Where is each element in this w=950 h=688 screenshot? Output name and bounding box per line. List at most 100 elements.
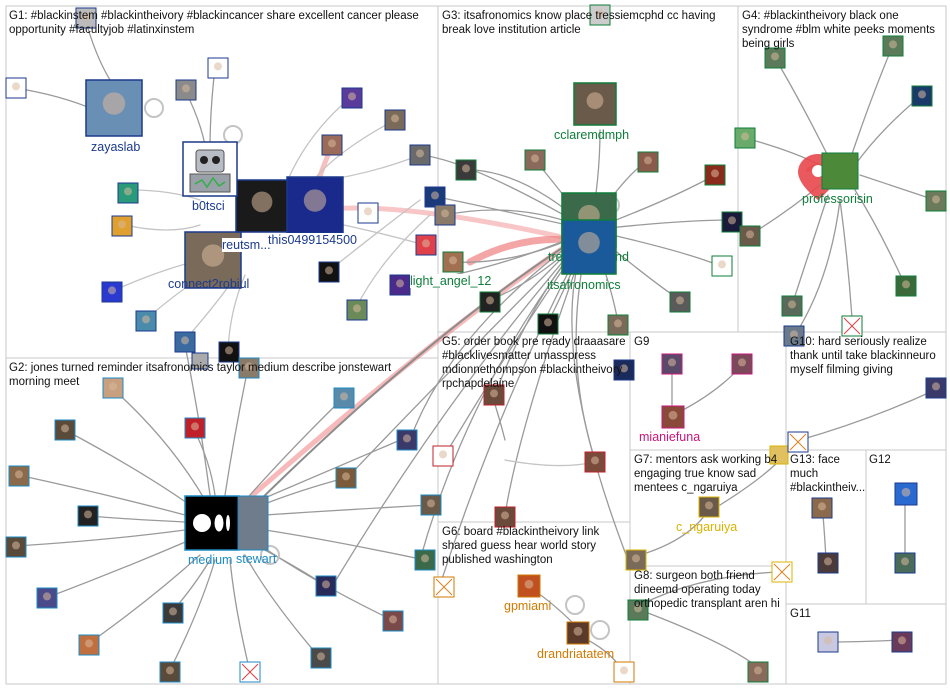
node-avatar[interactable] (698, 496, 720, 518)
node-avatar[interactable] (483, 384, 505, 406)
node-avatar[interactable] (573, 82, 617, 126)
node-avatar[interactable] (625, 549, 647, 571)
broken-image-icon[interactable] (787, 431, 809, 453)
node-avatar[interactable] (734, 127, 756, 149)
node-avatar[interactable] (36, 587, 58, 609)
node-label-cclaremdmph[interactable]: cclaremdmph (554, 128, 630, 142)
node-avatar[interactable] (184, 417, 206, 439)
node-avatar[interactable] (207, 57, 229, 79)
node-avatar[interactable] (711, 255, 733, 277)
node-label-professorisin[interactable]: professorisin (802, 192, 873, 206)
node-avatar[interactable] (739, 225, 761, 247)
broken-image-icon[interactable] (771, 561, 793, 583)
node-avatar[interactable] (434, 204, 456, 226)
node-avatar[interactable] (424, 186, 446, 208)
node-avatar[interactable] (731, 353, 753, 375)
node-avatar[interactable] (384, 109, 406, 131)
node-avatar[interactable] (8, 465, 30, 487)
node-avatar[interactable] (524, 149, 546, 171)
node-label-tressiemcphd[interactable]: tre (548, 250, 563, 264)
node-avatar[interactable] (721, 211, 743, 233)
node-avatar[interactable] (75, 7, 97, 29)
broken-image-icon[interactable] (239, 661, 261, 683)
node-label-c-ngaruiya[interactable]: c_ngaruiya (676, 520, 738, 534)
node-avatar[interactable] (764, 47, 786, 69)
node-avatar[interactable] (315, 575, 337, 597)
node-avatar[interactable] (396, 429, 418, 451)
node-avatar[interactable] (162, 602, 184, 624)
node-avatar[interactable] (175, 79, 197, 101)
node-avatar[interactable] (479, 291, 501, 313)
node-avatar[interactable] (135, 310, 157, 332)
node-avatar[interactable] (111, 215, 133, 237)
node-avatar[interactable] (54, 419, 76, 441)
node-avatar[interactable] (174, 331, 196, 353)
node-avatar[interactable] (382, 610, 404, 632)
professorisin-avatar[interactable] (821, 152, 859, 190)
node-avatar[interactable] (566, 621, 590, 645)
node-avatar[interactable] (420, 494, 442, 516)
node-label-medium[interactable]: medium (188, 553, 233, 567)
node-avatar[interactable] (442, 251, 464, 273)
broken-image-icon[interactable] (841, 315, 863, 337)
node-avatar[interactable] (5, 536, 27, 558)
node-avatar[interactable] (85, 79, 143, 137)
node-avatar[interactable] (310, 647, 332, 669)
node-avatar[interactable] (661, 405, 685, 429)
node-label-drandriatatem[interactable]: drandriatatem (537, 647, 615, 661)
node-avatar[interactable] (817, 631, 839, 653)
node-avatar[interactable] (455, 159, 477, 181)
node-avatar[interactable] (346, 299, 368, 321)
node-avatar[interactable] (415, 234, 437, 256)
node-avatar[interactable] (627, 599, 649, 621)
node-label-jonstewart[interactable]: stewart (236, 552, 277, 566)
node-label-b0tsci[interactable]: b0tsci (192, 199, 225, 213)
node-label-light-angel-12[interactable]: light_angel_12 (410, 274, 492, 288)
node-avatar[interactable] (78, 634, 100, 656)
node-avatar[interactable] (335, 467, 357, 489)
node-label-reutsm[interactable]: reutsm... (222, 238, 271, 252)
node-avatar[interactable] (781, 295, 803, 317)
node-avatar[interactable] (318, 261, 340, 283)
node-avatar[interactable] (389, 274, 411, 296)
node-label-this0499154500[interactable]: this0499154500 (268, 233, 357, 247)
node-avatar[interactable] (218, 341, 240, 363)
node-avatar[interactable] (101, 281, 123, 303)
node-avatar[interactable] (613, 359, 635, 381)
node-avatar[interactable] (661, 353, 683, 375)
node-avatar[interactable] (238, 357, 260, 379)
node-avatar[interactable] (5, 77, 27, 99)
node-avatar[interactable] (414, 549, 436, 571)
node-label-mianiefuna[interactable]: mianiefuna (639, 430, 701, 444)
node-label-tressiemcphd-tail[interactable]: nd (615, 250, 629, 264)
node-avatar[interactable] (669, 291, 691, 313)
node-avatar[interactable] (235, 179, 289, 233)
node-avatar[interactable] (432, 445, 454, 467)
node-avatar[interactable] (747, 661, 769, 683)
node-avatar[interactable] (286, 176, 344, 234)
node-avatar[interactable] (561, 219, 617, 275)
node-avatar[interactable] (783, 325, 805, 347)
node-avatar[interactable] (321, 134, 343, 156)
node-label-connect2robiul[interactable]: connect2robiul (168, 277, 250, 291)
medium-logo-icon[interactable] (184, 495, 240, 551)
node-avatar[interactable] (637, 151, 659, 173)
node-avatar[interactable] (895, 275, 917, 297)
jonstewart-avatar[interactable] (237, 495, 269, 551)
node-avatar[interactable] (102, 377, 124, 399)
node-avatar[interactable] (911, 85, 933, 107)
node-avatar[interactable] (817, 552, 839, 574)
node-avatar[interactable] (191, 352, 209, 370)
robot-avatar-icon[interactable] (182, 141, 238, 197)
node-avatar[interactable] (704, 164, 726, 186)
node-avatar[interactable] (357, 202, 379, 224)
node-avatar[interactable] (159, 661, 181, 683)
broken-image-icon[interactable] (433, 576, 455, 598)
node-avatar[interactable] (925, 377, 947, 399)
node-label-itsafronomics[interactable]: itsafronomics (547, 278, 621, 292)
node-avatar[interactable] (341, 87, 363, 109)
node-avatar[interactable] (517, 574, 541, 598)
node-avatar[interactable] (409, 144, 431, 166)
node-avatar[interactable] (925, 190, 947, 212)
node-avatar[interactable] (77, 505, 99, 527)
